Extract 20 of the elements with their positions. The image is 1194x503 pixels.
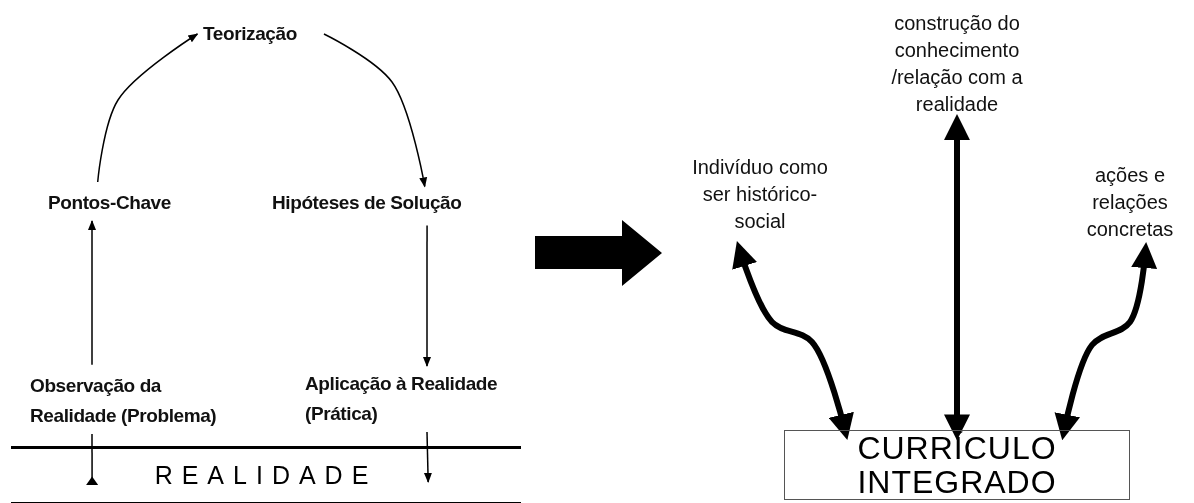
concept-label: construção do conhecimento /relação com a realidade bbox=[890, 11, 1024, 117]
curriculum-box bbox=[784, 430, 1130, 500]
step-label: Hipóteses de Solução bbox=[272, 191, 463, 215]
step-label: Teorização bbox=[203, 22, 298, 46]
ground-band bbox=[11, 446, 521, 503]
step-label: Observação da Realidade (Problema) bbox=[30, 374, 218, 428]
concept-label: Indivíduo como ser histórico-social bbox=[691, 154, 829, 234]
concept-label: ações e relações concretas bbox=[1085, 162, 1175, 242]
step-label: Aplicação à Realidade (Prática) bbox=[305, 372, 499, 426]
band-label: REALIDADE bbox=[154, 461, 378, 490]
arrow bbox=[423, 224, 431, 367]
arrow bbox=[323, 33, 428, 188]
arrow bbox=[86, 433, 99, 485]
step-label: Pontos-Chave bbox=[48, 191, 172, 215]
arrow bbox=[96, 33, 199, 183]
box-title: CURRÍCULO INTEGRADO bbox=[856, 431, 1058, 499]
double-arrow bbox=[1054, 242, 1158, 441]
arrow bbox=[423, 431, 432, 483]
arrow bbox=[88, 220, 96, 366]
double-arrow bbox=[732, 241, 854, 441]
